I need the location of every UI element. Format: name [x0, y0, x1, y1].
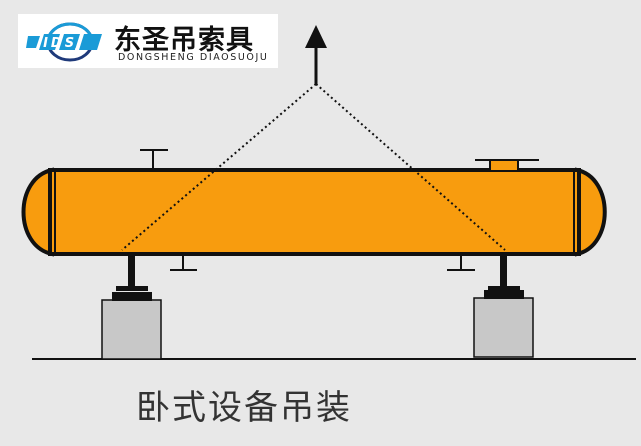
diagram-caption: 卧式设备吊装 [136, 388, 352, 428]
sling-lines [121, 83, 506, 251]
sling-right [315, 83, 506, 251]
vessel-shell [48, 168, 581, 256]
arrow-up-icon [305, 25, 327, 84]
nozzle-bottom-left [170, 254, 197, 271]
brand-logo: IDSJ 东圣吊索具 DONGSHENG DIAOSUOJU [18, 14, 278, 68]
nozzle-bottom-right [447, 254, 475, 271]
brand-name-en: DONGSHENG DIAOSUOJU [118, 52, 269, 63]
logo-mark-text: IDSJ [43, 36, 85, 51]
manhole-top-right [475, 159, 539, 172]
saddle-right [484, 254, 524, 299]
support-block-left [101, 299, 162, 360]
ring-logo-icon: IDSJ [26, 22, 102, 62]
vessel-head-left [21, 167, 54, 257]
vessel-head-right [575, 167, 607, 257]
support-block-right [473, 297, 534, 358]
brand-name-cn: 东圣吊索具 [114, 25, 254, 56]
nozzle-top-left [140, 149, 168, 170]
saddle-left [112, 254, 152, 301]
